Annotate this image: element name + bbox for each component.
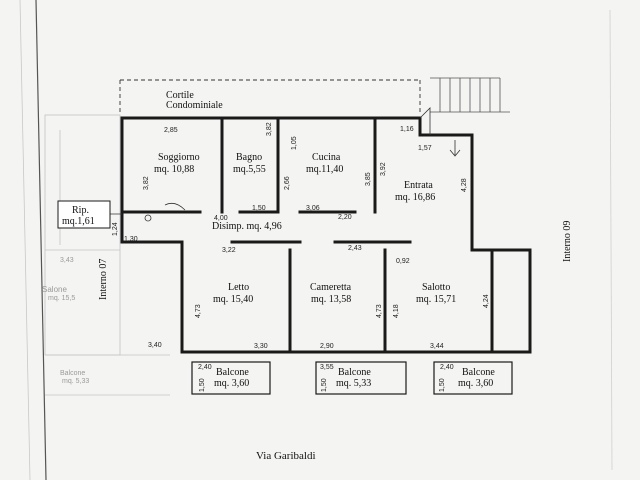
dim-label: 2,66 bbox=[284, 176, 291, 190]
scan-edge-line bbox=[35, 0, 47, 480]
dim-label: 4,18 bbox=[393, 304, 400, 318]
dim-label: 1,16 bbox=[400, 126, 414, 133]
walls bbox=[120, 116, 532, 354]
neighbor-plan-faint bbox=[44, 114, 170, 396]
room-letto-name: Letto bbox=[228, 282, 249, 293]
balcone2-area: mq. 5,33 bbox=[336, 378, 371, 389]
room-bagno-name: Bagno bbox=[236, 152, 262, 163]
dim-label: 2,40 bbox=[440, 364, 454, 371]
dim-label: 1,50 bbox=[321, 378, 328, 392]
dim-label: 3,06 bbox=[306, 205, 320, 212]
room-cameretta-name: Cameretta bbox=[310, 282, 352, 293]
dim-label: 1,50 bbox=[439, 378, 446, 392]
room-cucina-area: mq.11,40 bbox=[306, 164, 343, 175]
room-letto-area: mq. 15,40 bbox=[213, 294, 253, 305]
room-disimp-label: Disimp. mq. 4,96 bbox=[212, 221, 282, 232]
balcone1-area: mq. 3,60 bbox=[214, 378, 249, 389]
dim-label: 3,82 bbox=[143, 176, 150, 190]
dim-label: 2,90 bbox=[320, 343, 334, 350]
faint-salone-label: Salone bbox=[42, 285, 67, 294]
dim-label: 4,24 bbox=[483, 294, 490, 308]
dim-label: 1,50 bbox=[199, 378, 206, 392]
dim-label: 3,40 bbox=[148, 342, 162, 349]
stair-hatching bbox=[430, 77, 510, 113]
dim-label: 3,30 bbox=[254, 343, 268, 350]
room-rip-name: Rip. bbox=[72, 205, 89, 216]
dim-label: 0,92 bbox=[396, 258, 410, 265]
dim-label: 2,43 bbox=[348, 245, 362, 252]
dim-label: 4,73 bbox=[376, 304, 383, 318]
room-soggiorno-name: Soggiorno bbox=[158, 152, 200, 163]
room-cameretta-area: mq. 13,58 bbox=[311, 294, 351, 305]
balcone3-area: mq. 3,60 bbox=[458, 378, 493, 389]
dim-label: 3,55 bbox=[320, 364, 334, 371]
room-bagno-area: mq.5,55 bbox=[233, 164, 266, 175]
dim-label: 1,05 bbox=[291, 136, 298, 150]
room-salotto-area: mq. 15,71 bbox=[416, 294, 456, 305]
dim-label: 1,30 bbox=[124, 236, 138, 243]
room-rip-area: mq.1,61 bbox=[62, 216, 95, 227]
dim-label: 2,20 bbox=[338, 214, 352, 221]
dim-label: 1,50 bbox=[252, 205, 266, 212]
faint-dim: 3,43 bbox=[60, 257, 74, 264]
room-entrata-name: Entrata bbox=[404, 180, 433, 191]
dim-label: 2,40 bbox=[198, 364, 212, 371]
dim-label: 4,73 bbox=[195, 304, 202, 318]
faint-balcone-area: mq. 5,33 bbox=[62, 378, 89, 385]
dim-label: 2,85 bbox=[164, 127, 178, 134]
courtyard-label-1: Cortile bbox=[166, 90, 194, 101]
room-soggiorno-area: mq. 10,88 bbox=[154, 164, 194, 175]
dim-label: 1,24 bbox=[112, 222, 119, 236]
faint-salone-area: mq. 15,5 bbox=[48, 295, 75, 302]
room-entrata-area: mq. 16,86 bbox=[395, 192, 435, 203]
room-cucina-name: Cucina bbox=[312, 152, 341, 163]
dim-label: 3,85 bbox=[365, 172, 372, 186]
dim-label: 3,44 bbox=[430, 343, 444, 350]
dim-label: 3,92 bbox=[380, 162, 387, 176]
balconies bbox=[191, 361, 513, 395]
balcone2-name: Balcone bbox=[338, 367, 371, 378]
neighbor-left-label: Interno 07 bbox=[98, 259, 109, 300]
neighbor-right-label: Interno 09 bbox=[562, 221, 573, 262]
courtyard-label-2: Condominiale bbox=[166, 100, 223, 111]
dim-label: 4,28 bbox=[461, 178, 468, 192]
rip-label-box bbox=[57, 200, 111, 229]
dim-label: 1,57 bbox=[418, 145, 432, 152]
balcone1-name: Balcone bbox=[216, 367, 249, 378]
room-salotto-name: Salotto bbox=[422, 282, 450, 293]
dim-label: 3,22 bbox=[222, 247, 236, 254]
balcone3-name: Balcone bbox=[462, 367, 495, 378]
faint-balcone-label: Balcone bbox=[60, 370, 85, 377]
street-label: Via Garibaldi bbox=[256, 450, 316, 462]
courtyard-outline bbox=[119, 79, 421, 115]
dim-label: 3,82 bbox=[266, 122, 273, 136]
dim-label: 4,00 bbox=[214, 215, 228, 222]
